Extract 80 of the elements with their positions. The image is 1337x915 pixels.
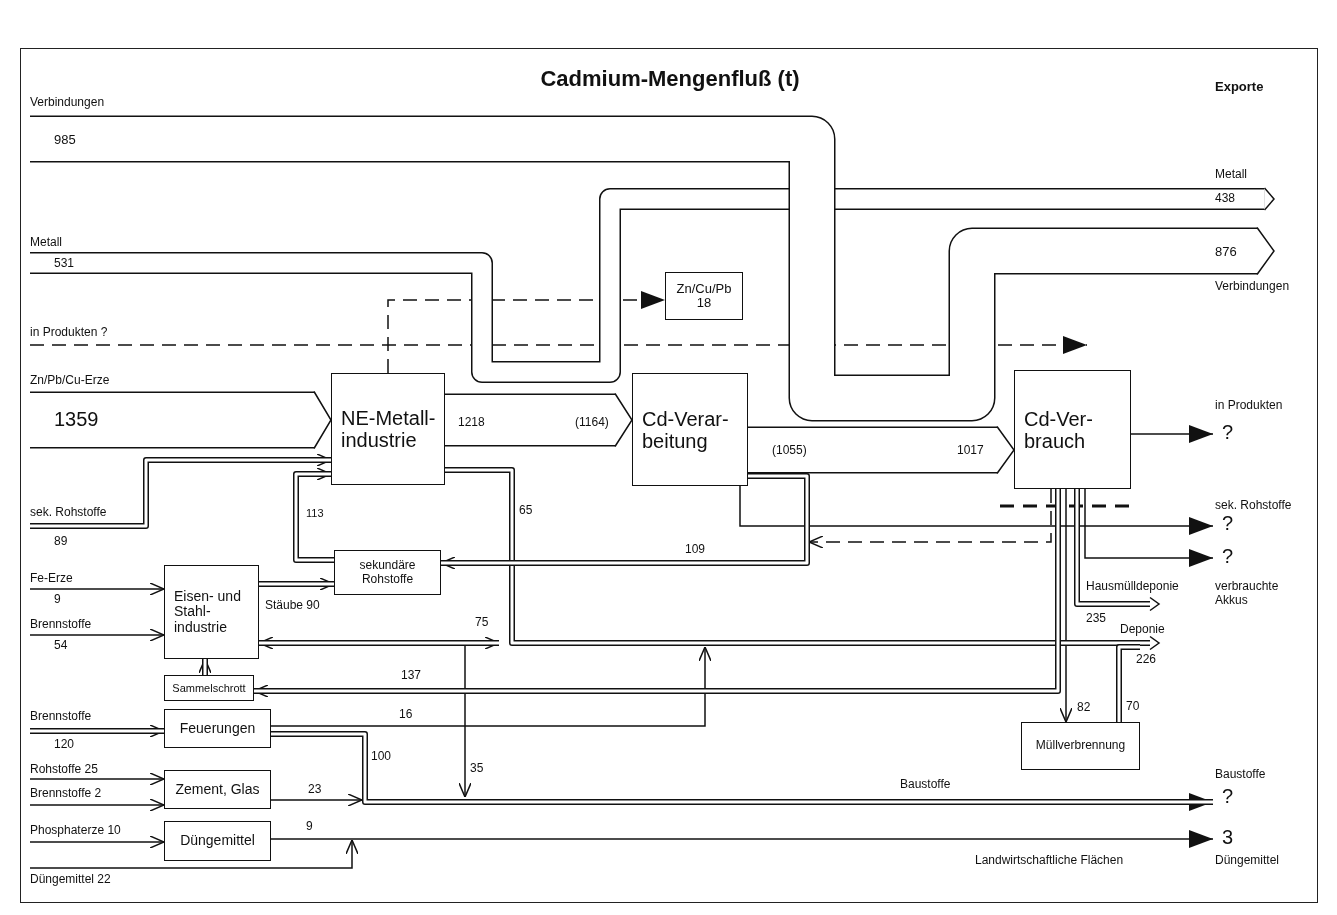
flow-label: Brennstoffe [30, 618, 92, 632]
flow-label: 89 [54, 535, 68, 549]
flow-value: 3 [1222, 826, 1234, 849]
flow-value: 65 [519, 504, 533, 518]
process-box [1021, 722, 1140, 770]
node-label: Zement, Glas [175, 781, 260, 798]
process-box [164, 709, 271, 748]
flow-label: 9 [54, 593, 61, 607]
flow-label: 438 [1215, 192, 1236, 206]
node-label: NE-Metall- industrie [341, 407, 437, 451]
flow-label: verbrauchte Akkus [1215, 580, 1280, 608]
flow-label: 531 [54, 257, 75, 271]
flow-value: (1164) [575, 416, 609, 430]
node-label: Feuerungen [179, 720, 256, 737]
process-box [164, 770, 271, 809]
flow-label: Düngemittel [1215, 854, 1280, 868]
flow-value: 109 [685, 543, 706, 557]
process-box [632, 373, 748, 486]
node-label: 18 [696, 296, 712, 311]
process-box [334, 550, 441, 595]
flow-value: ? [1222, 785, 1234, 808]
node-label: Müllverbrennung [1035, 739, 1126, 753]
node-label: Cd-Ver- brauch [1024, 407, 1094, 452]
flow-label: Fe-Erze [30, 572, 73, 586]
flow-value: 35 [470, 762, 484, 776]
process-box [331, 373, 445, 485]
flow-value: 82 [1077, 701, 1091, 715]
flow-value: 100 [371, 750, 392, 764]
flow-label: Verbindungen [1215, 280, 1290, 294]
node-label: Düngemittel [180, 833, 255, 849]
flow-value: 9 [306, 820, 313, 834]
flow-label: 54 [54, 639, 68, 653]
flow-label: Phosphaterze 10 [30, 824, 121, 838]
flow-value: (1055) [772, 444, 807, 458]
flow-value: 113 [306, 507, 324, 520]
flow-value: 1359 [54, 408, 99, 431]
flow-label: Metall [1215, 168, 1247, 182]
process-box [1014, 370, 1131, 489]
flow-label: Baustoffe [1215, 768, 1266, 782]
node-label: Cd-Verar- beitung [642, 407, 730, 452]
flow-value: 16 [399, 708, 413, 722]
flow-label: Verbindungen [30, 96, 105, 110]
output-box [665, 272, 743, 320]
flow-label: Baustoffe [900, 778, 951, 792]
diagram-title: Cadmium-Mengenfluß (t) [540, 66, 800, 92]
flow-label: 876 [1215, 245, 1237, 260]
flow-value: 70 [1126, 700, 1140, 714]
flow-label: Stäube 90 [265, 599, 320, 613]
flow-label: 985 [54, 133, 76, 148]
flow-label: sek. Rohstoffe [1215, 499, 1292, 513]
flow-label: 235 [1086, 612, 1107, 626]
flow-value: ? [1222, 545, 1234, 568]
flow-label: Metall [30, 236, 62, 250]
flow-label: Düngemittel 22 [30, 873, 111, 887]
flow-value: ? [1222, 512, 1234, 535]
flow-label: in Produkten ? [30, 326, 108, 340]
flow-label: Brennstoffe 2 [30, 787, 102, 801]
process-box [164, 821, 271, 861]
process-box [164, 565, 259, 659]
flow-label: in Produkten [1215, 399, 1283, 413]
flow-label: Brennstoffe [30, 710, 92, 724]
node-label: Zn/Cu/Pb [676, 281, 732, 296]
node-label: sekundäre Rohstoffe [358, 559, 417, 586]
flow-value: 1218 [458, 416, 485, 430]
column-heading: Exporte [1215, 80, 1264, 95]
process-box [164, 675, 254, 701]
node-label: Sammelschrott [172, 681, 246, 695]
flow-value: 137 [401, 669, 422, 683]
flow-label: 226 [1136, 653, 1157, 667]
flow-label: Zn/Pb/Cu-Erze [30, 374, 110, 388]
flow-value: 1017 [957, 444, 984, 458]
flow-label: 120 [54, 738, 75, 752]
flow-label: Rohstoffe 25 [30, 763, 98, 777]
flow-label: Deponie [1120, 623, 1165, 637]
flow-value: 23 [308, 783, 322, 797]
flow-label: Hausmülldeponie [1086, 580, 1179, 594]
flow-label: Landwirtschaftliche Flächen [975, 854, 1124, 868]
flow-label: sek. Rohstoffe [30, 506, 107, 520]
flow-value: ? [1222, 421, 1234, 444]
node-label: Eisen- und Stahl- industrie [174, 588, 242, 636]
